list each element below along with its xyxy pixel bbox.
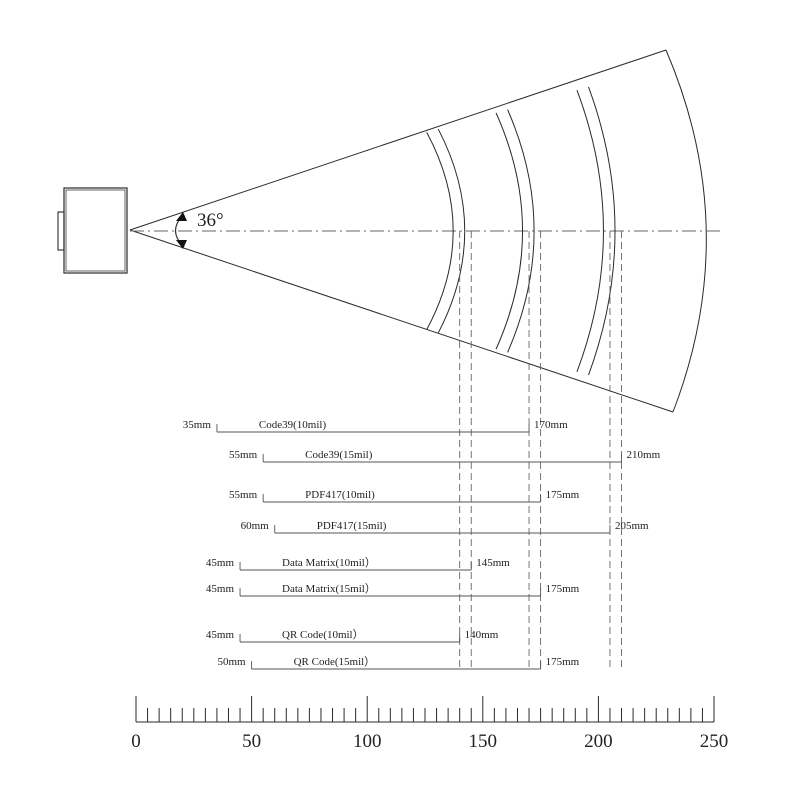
symbology-label: Data Matrix(10mil）	[282, 556, 376, 569]
mm-scale-ruler: 0 50 100 150 200 250	[131, 696, 728, 752]
range-near-label: 45mm	[206, 557, 235, 569]
range-row: 45mm 175mm Data Matrix(15mil）	[206, 582, 580, 597]
symbology-label: QR Code(15mil）	[294, 655, 376, 668]
scanner-tab	[57, 211, 65, 251]
ruler-tick-label: 100	[353, 731, 382, 752]
range-near-label: 55mm	[229, 489, 258, 501]
ruler-tick-label: 50	[242, 731, 261, 752]
range-near-label: 45mm	[206, 583, 235, 595]
range-row: 60mm 205mm PDF417(15mil)	[241, 520, 649, 534]
ruler-tick-label: 200	[584, 731, 613, 752]
scanner-body	[63, 187, 128, 274]
angle-label: 36°	[197, 210, 224, 231]
range-far-label: 175mm	[546, 583, 580, 595]
symbology-label: Code39(15mil)	[305, 449, 373, 461]
ruler-tick-label: 250	[700, 731, 729, 752]
range-near-label: 45mm	[206, 629, 235, 641]
range-arcs	[426, 86, 616, 376]
scanner-device	[57, 187, 128, 274]
projection-lines	[459, 231, 622, 668]
fov-upper-edge	[129, 49, 667, 231]
fov-outer-arc	[665, 49, 707, 413]
range-row: 55mm 210mm Code39(15mil)	[229, 449, 661, 463]
range-row: 45mm 140mm QR Code(10mil）	[206, 628, 499, 643]
range-row: 50mm 175mm QR Code(15mil）	[217, 655, 580, 670]
range-row: 45mm 145mm Data Matrix(10mil）	[206, 556, 510, 571]
range-near-label: 35mm	[183, 419, 212, 431]
range-far-label: 170mm	[534, 419, 568, 431]
range-row: 55mm 175mm PDF417(10mil)	[229, 489, 580, 503]
range-near-label: 55mm	[229, 449, 258, 461]
ruler-tick-label: 150	[469, 731, 498, 752]
range-far-label: 175mm	[546, 489, 580, 501]
range-arc	[426, 132, 454, 330]
range-row: 35mm 170mm Code39(10mil)	[183, 419, 568, 433]
range-far-label: 175mm	[546, 656, 580, 668]
range-arc	[588, 86, 616, 376]
symbology-label: Code39(10mil)	[259, 419, 327, 431]
symbology-label: PDF417(10mil)	[305, 489, 375, 501]
range-arc	[576, 90, 604, 372]
angle-arrow-bottom-icon	[176, 240, 187, 249]
range-far-label: 140mm	[465, 629, 499, 641]
range-arc	[495, 112, 524, 350]
scanner-inner-outline	[65, 189, 126, 272]
range-near-label: 60mm	[241, 520, 270, 532]
range-arc	[437, 128, 466, 334]
range-far-label: 205mm	[615, 520, 649, 532]
range-near-label: 50mm	[217, 656, 246, 668]
symbology-label: PDF417(15mil)	[317, 520, 387, 532]
symbology-label: Data Matrix(15mil）	[282, 582, 376, 595]
field-of-view	[129, 49, 720, 413]
ruler-tick-label: 0	[131, 731, 141, 752]
angle-arrow-top-icon	[176, 212, 187, 221]
symbology-label: QR Code(10mil）	[282, 628, 364, 641]
angle-indicator: 36°	[174, 210, 224, 249]
range-far-label: 145mm	[476, 557, 510, 569]
range-far-label: 210mm	[627, 449, 661, 461]
range-bars: 35mm 170mm Code39(10mil) 55mm 210mm Code39(15…	[183, 419, 661, 670]
fov-lower-edge	[129, 229, 674, 413]
range-arc	[507, 109, 535, 353]
